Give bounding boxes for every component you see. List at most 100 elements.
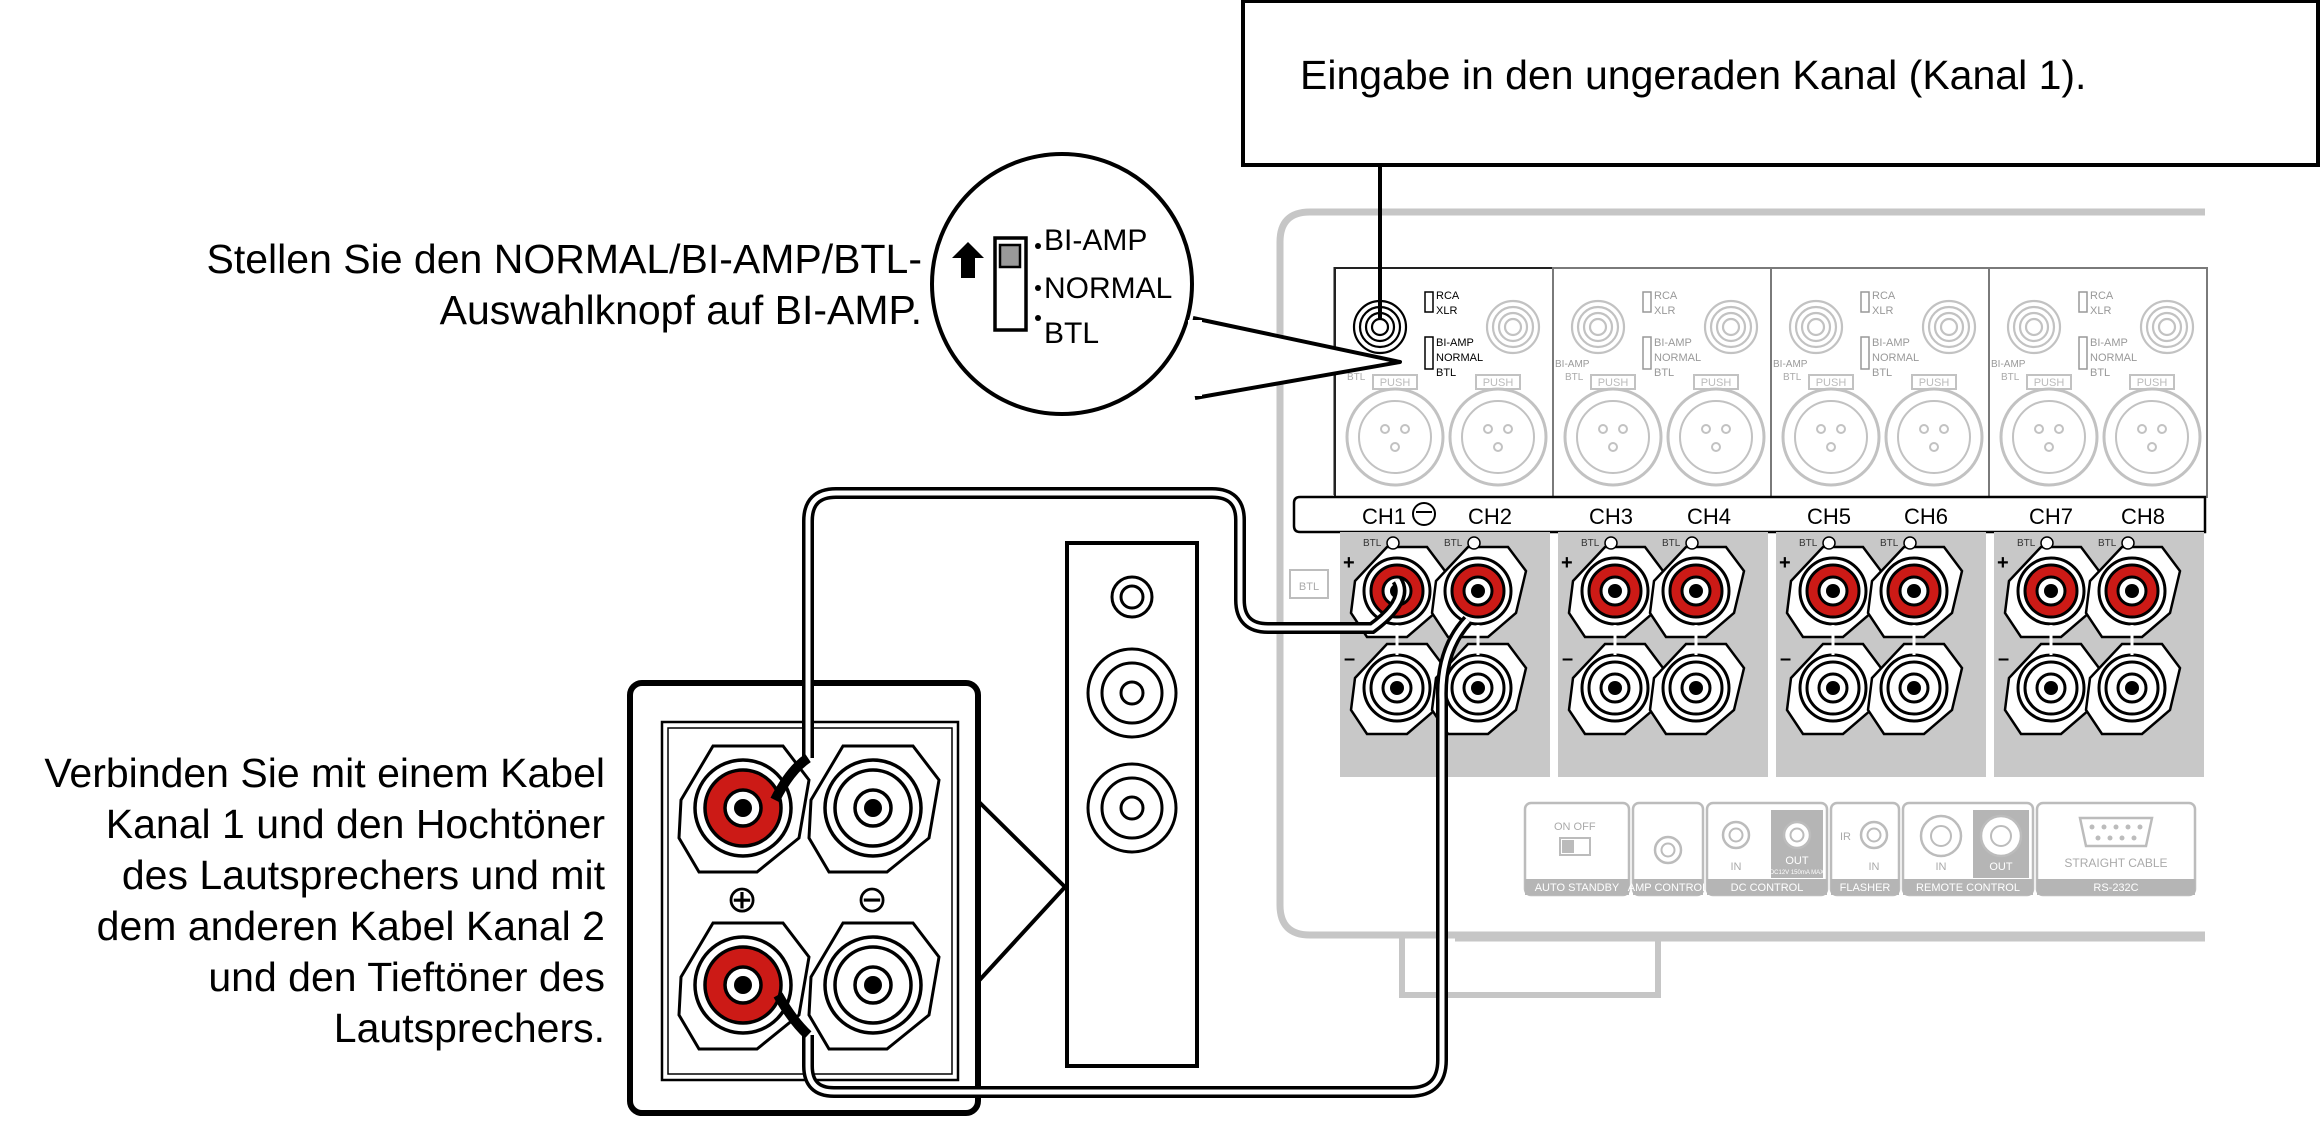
module-frame: [1770, 267, 1990, 498]
amp-terminal-plus: [1648, 545, 1746, 639]
btl-label: BTL: [1872, 367, 1892, 379]
minus-circle-icon: [1386, 536, 1400, 550]
dc-in-label: IN: [1731, 861, 1742, 873]
channel-modules: RCAXLRBI-AMPNORMALBTLBI-AMPBTLPUSHPUSHRC…: [1334, 267, 2208, 498]
normal-label: NORMAL: [2090, 352, 2137, 364]
push-label: PUSH: [1380, 377, 1411, 389]
amplifier-rear-panel: RCAXLRBI-AMPNORMALBTLBI-AMPBTLPUSHPUSHRC…: [1276, 208, 2208, 998]
amp-terminal-plus: [1866, 545, 1964, 639]
btl-tag: BTL: [2098, 536, 2135, 550]
btl-tag: BTL: [1581, 536, 1618, 550]
channel-label-ch2: CH2: [1468, 504, 1512, 529]
xlr-pin: [1721, 424, 1731, 434]
normal-label: NORMAL: [1436, 352, 1483, 364]
binding-post-hole: [2125, 681, 2139, 695]
flasher-in-label: IN: [1869, 861, 1880, 873]
amp-terminal-minus: [1785, 642, 1883, 736]
speaker-cables: [770, 487, 1473, 1098]
input-selector-switch: [1860, 291, 1870, 313]
binding-post-hole: [1826, 584, 1840, 598]
speaker: ⊕ ⊖: [627, 541, 1199, 1116]
amp-terminal-minus: [2084, 642, 2182, 736]
rca-input-jack: [1588, 317, 1608, 337]
btl-tag-label: BTL: [1444, 538, 1463, 549]
auto-standby-label: AUTO STANDBY: [1535, 882, 1620, 894]
btl-side-box: [1289, 569, 1329, 599]
cable-ch1-end: [770, 753, 811, 803]
plus-sign: +: [1779, 552, 1791, 574]
zoom-circle: [930, 152, 1194, 416]
rca-input-jack: [1370, 317, 1390, 337]
plus-sign: +: [1561, 552, 1573, 574]
minus-sign: –: [1562, 648, 1573, 670]
speaker-post-hole: [734, 799, 752, 817]
rca-label: RCA: [2090, 290, 2114, 302]
remote-in-jack-center: [1930, 825, 1952, 847]
binding-post-hole: [1608, 681, 1622, 695]
amp-control-jack-center: [1660, 842, 1676, 858]
binding-post-hole: [2044, 681, 2058, 695]
dc-control-strip: [1707, 879, 1827, 895]
dc-out-label: OUT: [1785, 855, 1809, 867]
rca-input-jack: [1497, 311, 1529, 343]
rs232c-pin: [2131, 835, 2137, 841]
push-label: PUSH: [1816, 377, 1847, 389]
btl-label: BTL: [1654, 367, 1674, 379]
rca-input-jack: [1491, 305, 1535, 349]
input-selector-switch: [2078, 291, 2088, 313]
standby-switch-knob: [1562, 840, 1574, 853]
rs232c-port-icon: [2078, 816, 2154, 848]
bi-amp-label: BI-AMP: [2090, 337, 2128, 349]
xlr-label: XLR: [1872, 305, 1893, 317]
module-frame: [1334, 267, 1554, 498]
xlr-pin: [2054, 424, 2064, 434]
xlr-pin: [1836, 424, 1846, 434]
xlr-pin: [1929, 442, 1939, 452]
remote-control-label: REMOTE CONTROL: [1916, 882, 2020, 894]
rca-input-jack: [2024, 317, 2044, 337]
rca-input-jack: [1921, 299, 1977, 355]
xlr-input-jack: [1448, 387, 1548, 487]
binding-post-hole: [1471, 681, 1485, 695]
rs232c-pin: [2107, 835, 2113, 841]
rca-input-jack: [2139, 299, 2195, 355]
rca-input-jack: [1806, 317, 1826, 337]
rca-input-jack: [1503, 317, 1523, 337]
auto-standby-strip: [1525, 879, 1629, 895]
rs232c-pin: [2125, 824, 2131, 830]
rs232c-pin: [2113, 824, 2119, 830]
xlr-label: XLR: [2090, 305, 2111, 317]
normal-label: NORMAL: [1654, 352, 1701, 364]
xlr-input-jack: [1781, 387, 1881, 487]
speaker-post-hole: [864, 799, 882, 817]
binding-post-hole: [1826, 681, 1840, 695]
cable-ch1-core: [805, 490, 1403, 758]
plus-circle-icon: [1903, 536, 1917, 550]
binding-post-hole: [1608, 584, 1622, 598]
speaker-tweeter-minus-post: [807, 744, 941, 874]
xlr-input-inner: [2012, 400, 2086, 474]
xlr-pin: [1919, 424, 1929, 434]
up-arrow-icon: [952, 242, 984, 278]
bi-amp-label: BI-AMP: [1436, 337, 1474, 349]
dc-out-jack-center: [1789, 827, 1805, 843]
rs232c-pin: [2137, 824, 2143, 830]
xlr-input-inner: [2115, 400, 2189, 474]
btl-tag: BTL: [1662, 536, 1699, 550]
binding-post-hole: [1390, 681, 1404, 695]
xlr-pin: [1826, 442, 1836, 452]
btl-tag: BTL: [2017, 536, 2054, 550]
dot-normal: [1035, 285, 1041, 291]
binding-post-hole: [1689, 584, 1703, 598]
plus-circle-icon: [1685, 536, 1699, 550]
xlr-input-jack: [1884, 387, 1984, 487]
channel-label-ch3: CH3: [1589, 504, 1633, 529]
channel-label-ch1: CH1: [1362, 504, 1406, 529]
push-latch: [1372, 374, 1418, 390]
mode-selector-switch: [1860, 336, 1870, 370]
xlr-label: XLR: [1436, 305, 1457, 317]
xlr-input-inner: [1679, 400, 1753, 474]
speaker-woofer-2-center: [1119, 795, 1145, 821]
